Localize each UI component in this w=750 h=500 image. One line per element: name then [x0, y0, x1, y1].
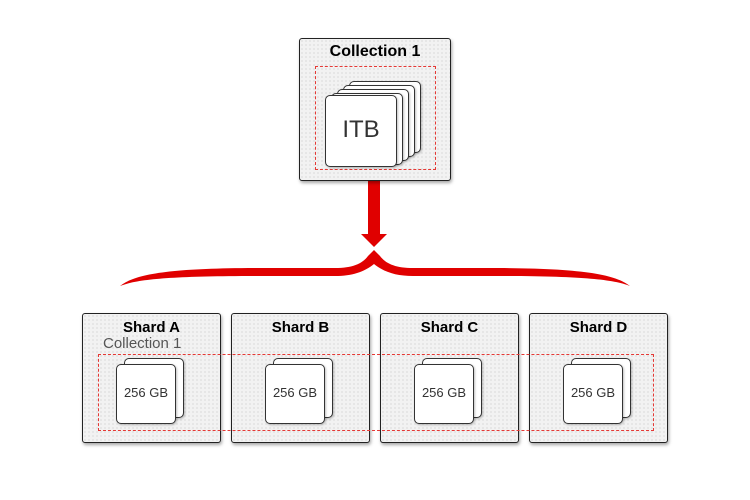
shard-disk-label: 256 GB [272, 385, 318, 400]
shard-title: Shard D [569, 319, 628, 336]
spanning-collection-label: Collection 1 [103, 335, 182, 352]
shard-disk-front: 256 GB [563, 364, 623, 424]
volume-disk-front: ITB [325, 95, 397, 167]
collection-panel: Collection 1 ITB [299, 38, 451, 181]
down-arrow-icon [361, 169, 387, 247]
volume-label: ITB [342, 116, 380, 143]
shard-disk-label: 256 GB [570, 385, 616, 400]
collection-dashed-region [315, 66, 436, 170]
shard-disk-front: 256 GB [414, 364, 474, 424]
shard-disk-label: 256 GB [421, 385, 467, 400]
shard-title: Shard B [271, 319, 330, 336]
shard-disk-label: 256 GB [123, 385, 169, 400]
shard-title: Shard C [420, 319, 479, 336]
shard-disk-front: 256 GB [265, 364, 325, 424]
spanning-collection-region [98, 354, 654, 431]
collection-title: Collection 1 [329, 43, 421, 60]
brace-icon [120, 250, 630, 286]
shard-title: Shard A [123, 319, 180, 336]
shard-disk-front: 256 GB [116, 364, 176, 424]
